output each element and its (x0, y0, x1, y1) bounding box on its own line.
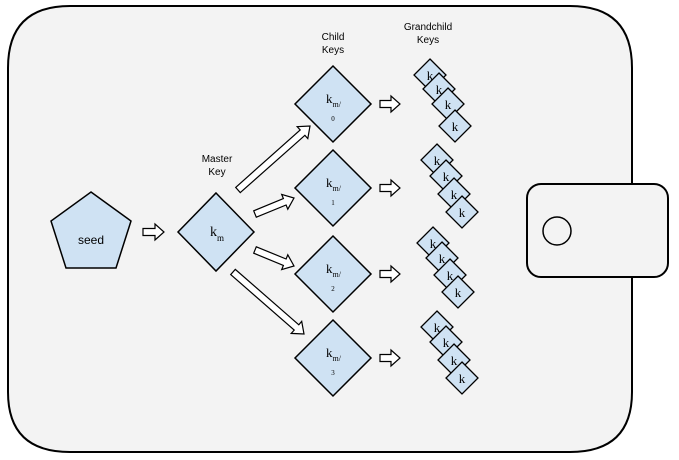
grandchild-keys-heading-line2: Keys (417, 35, 439, 46)
seed-label: seed (78, 233, 104, 247)
master-to-child-arrow-1 (252, 193, 295, 218)
grandchild-key-label: k (427, 68, 434, 83)
child-keys-heading-line1: Child (322, 32, 345, 43)
child-key-diamond (293, 64, 373, 144)
master-to-children-arrows (229, 125, 311, 335)
child-to-grandchild-arrow (379, 348, 401, 368)
grandchild-key (445, 195, 479, 229)
child-key-diamond (293, 318, 373, 398)
grandchild-key-label: k (445, 97, 452, 112)
child-key-index: 3 (331, 369, 335, 377)
grandchild-key-label: k (434, 153, 441, 168)
master-key-heading-line1: Master (202, 154, 233, 165)
child-key-label: km/ (326, 175, 342, 193)
grandchild-key-label: k (451, 187, 458, 202)
child-key-base: k (326, 91, 333, 106)
child-key-label: km/ (326, 345, 342, 363)
child-key-sub: m/ (333, 184, 342, 193)
child-to-grandchild-arrow (379, 94, 401, 114)
grandchild-key-label: k (452, 119, 459, 134)
wallet-body (7, 5, 633, 453)
seed-node (50, 191, 132, 269)
grandchild-key-label: k (434, 320, 441, 335)
grandchild-key-label: k (459, 371, 466, 386)
child-key-label: km/ (326, 91, 342, 109)
child-key-diamond (293, 234, 373, 314)
master-to-child-arrow-0 (234, 125, 311, 194)
child-key-index: 2 (331, 285, 335, 293)
child-key-sub: m/ (333, 100, 342, 109)
master-key-sub: m (217, 233, 224, 243)
child-to-grandchild-arrow (379, 264, 401, 284)
grandchild-key-label: k (439, 251, 446, 266)
grandchild-key-label: k (455, 285, 462, 300)
child-key-sub: m/ (333, 270, 342, 279)
grandchild-key-label: k (430, 236, 437, 251)
master-key-base: k (210, 225, 217, 240)
child-key-index: 0 (331, 115, 335, 123)
child-key-base: k (326, 175, 333, 190)
grandchild-key-label: k (447, 268, 454, 283)
child-key-label: km/ (326, 261, 342, 279)
child-key-sub: m/ (333, 354, 342, 363)
grandchild-key (438, 109, 472, 143)
grandchild-key (445, 361, 479, 395)
child-to-grandchild-arrow (379, 178, 401, 198)
grandchild-keys-heading-line1: Grandchild (404, 22, 452, 33)
grandchild-key (441, 275, 475, 309)
grandchild-key-label: k (459, 205, 466, 220)
master-to-child-arrow-2 (252, 246, 295, 271)
master-key-label: km (210, 225, 224, 243)
child-keys-heading-line2: Keys (322, 45, 344, 56)
master-to-child-arrow-3 (229, 268, 305, 335)
wallet-clasp-button (542, 216, 572, 246)
child-key-diamond (293, 148, 373, 228)
grandchild-key-label: k (436, 82, 443, 97)
child-key-index: 1 (331, 199, 335, 207)
grandchild-key-label: k (443, 335, 450, 350)
child-key-base: k (326, 261, 333, 276)
wallet-clasp (526, 183, 669, 278)
master-key-heading-line2: Key (208, 167, 225, 178)
grandchild-key-label: k (451, 353, 458, 368)
grandchild-key-label: k (443, 169, 450, 184)
master-key-node (176, 191, 256, 273)
child-key-base: k (326, 345, 333, 360)
seed-to-master-arrow (142, 222, 165, 242)
